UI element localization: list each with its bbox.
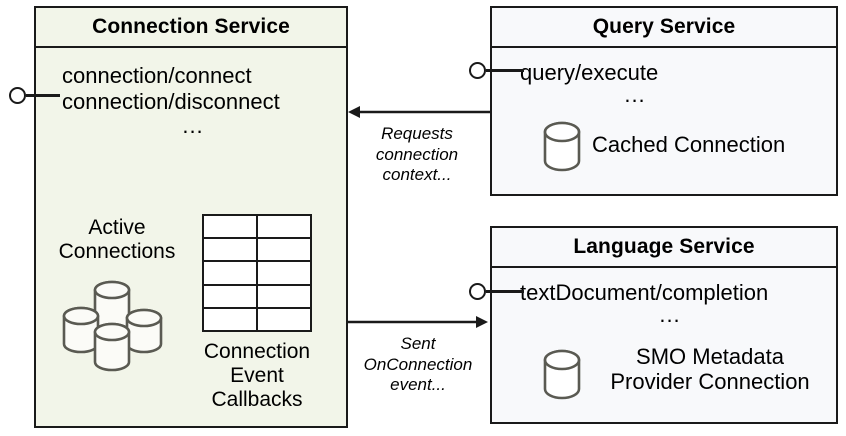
resource-label-line2: Provider Connection [610,369,810,395]
active-connections-label-line1: Active [88,216,146,239]
database-cylinder-icon [540,120,584,174]
api-endpoint-query-execute: query/execute [520,60,659,85]
edge-label-line2: connection [375,144,459,164]
language-service-interface-line [486,290,524,293]
connection-service-title: Connection Service [36,8,346,48]
table-grid-row [204,308,310,331]
table-grid-icon [202,214,312,332]
query-service-api-list: query/execute ... [520,60,750,108]
api-ellipsis: ... [182,112,204,138]
database-cylinder-stack-icon [54,278,178,378]
connection-event-callbacks-label: Connection Event Callbacks [182,340,332,412]
api-ellipsis: ... [624,81,646,107]
callbacks-label-line1: Connection [203,340,311,363]
table-grid-cell [258,239,310,260]
connection-service-api-list: connection/connect connection/disconnect… [62,63,324,139]
table-grid-cell [258,309,310,330]
database-cylinder-icon [540,348,584,402]
table-grid-row [204,262,310,286]
connection-service-interface-lollipop[interactable] [9,87,26,104]
edge-label-sent-onconnection-event: Sent OnConnection event... [350,334,486,396]
connection-service-interface-line [26,94,60,97]
active-connections-label-line2: Connections [58,239,176,263]
component-query-service[interactable]: Query Service query/execute ... Cached C… [490,6,838,196]
table-grid-row [204,239,310,263]
component-connection-service[interactable]: Connection Service connection/connect co… [34,6,348,428]
api-endpoint-connection-disconnect: connection/disconnect [62,88,280,114]
table-grid-cell [258,216,310,237]
table-grid-cell [204,308,258,331]
resource-label-line1: SMO Metadata [636,344,784,369]
smo-metadata-provider-connection-label: SMO Metadata Provider Connection [588,344,832,394]
edge-connection-to-language-arrow [346,316,488,328]
cached-connection-label: Cached Connection [592,132,786,157]
query-service-interface-lollipop[interactable] [469,62,486,79]
table-grid-cell [204,262,258,284]
edge-label-requests-connection-context: Requests connection context... [352,124,482,186]
table-grid-cell [204,239,258,261]
query-service-interface-line [486,69,524,72]
edge-query-to-connection-arrow [348,106,490,118]
edge-label-line2: OnConnection [363,354,473,374]
table-grid-row [204,285,310,309]
language-service-interface-lollipop[interactable] [469,283,486,300]
edge-label-line3: context... [382,165,452,185]
table-grid-cell [258,286,310,307]
edge-label-line3: event... [390,375,446,395]
language-service-api-list: textDocument/completion ... [520,280,820,328]
api-ellipsis: ... [659,301,681,327]
api-endpoint-connection-connect: connection/connect [62,63,252,88]
edge-label-line1: Sent [400,334,436,353]
callbacks-label-line2: Event [230,363,284,387]
active-connections-label: Active Connections [42,216,192,264]
table-grid-cell [258,262,310,283]
component-language-service[interactable]: Language Service textDocument/completion… [490,226,838,424]
query-service-body: query/execute ... Cached Connection [492,48,836,194]
connection-service-body: connection/connect connection/disconnect… [36,48,346,426]
language-service-title: Language Service [492,228,836,268]
table-grid-row [204,216,310,240]
table-grid-cell [204,285,258,307]
api-endpoint-textdocument-completion: textDocument/completion [520,280,769,305]
table-grid-cell [204,216,258,238]
callbacks-label-line3: Callbacks [211,387,303,411]
query-service-title: Query Service [492,8,836,48]
language-service-body: textDocument/completion ... SMO Metadata… [492,268,836,422]
edge-label-line1: Requests [381,124,453,143]
